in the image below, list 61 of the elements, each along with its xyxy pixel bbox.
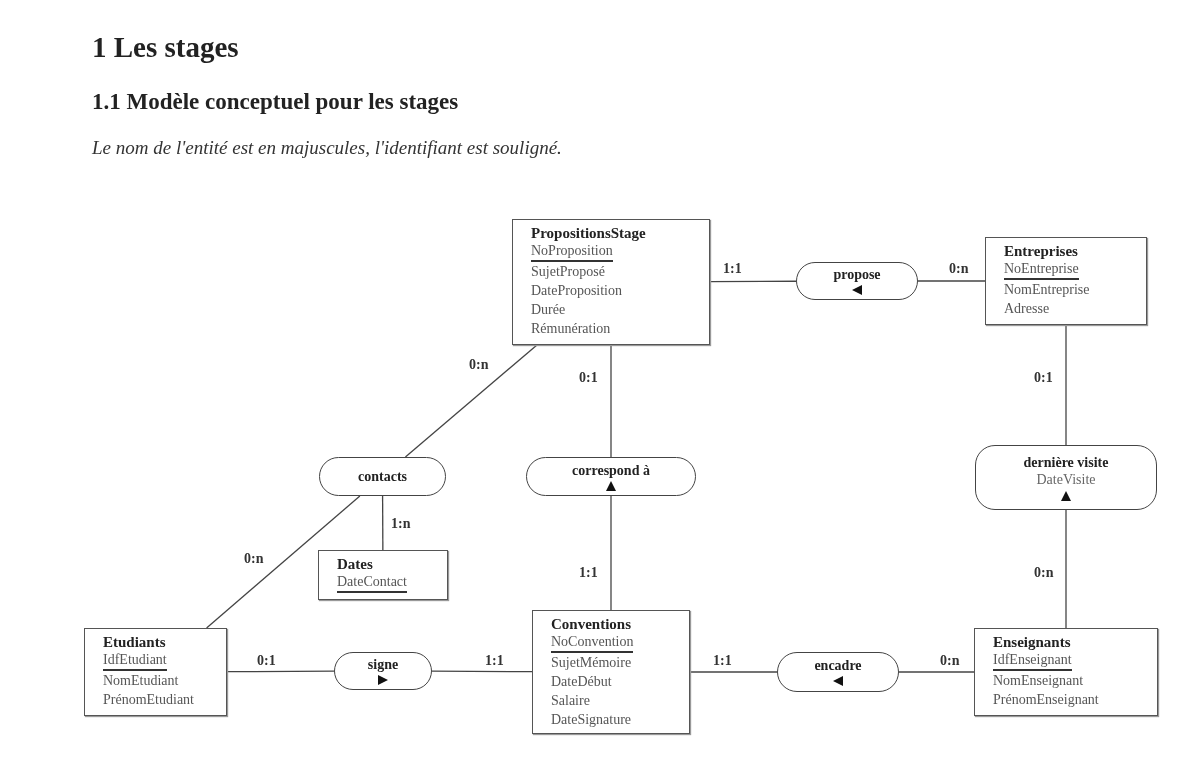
section-title: 1 Les stages [92,30,239,65]
connector-line [431,670,533,673]
attribute-text: DateVisite [1036,470,1096,489]
connector-line [226,670,335,673]
attribute-text: PrénomEtudiant [103,691,194,709]
connector-line [404,344,538,458]
subsection-title: 1.1 Modèle conceptuel pour les stages [92,88,459,116]
identifier-attribute: NoProposition [531,242,613,262]
relationship-pill [777,652,899,692]
attribute-text: NomEtudiant [103,672,179,690]
entity-name: Conventions [551,616,632,633]
entity-name: PropositionsStage [531,225,646,242]
identifier-attribute: NoConvention [551,633,634,653]
attribute-text: NomEntreprise [1004,281,1090,299]
entity-name: Entreprises [1004,243,1078,260]
note-text: Le nom de l'entité est en majuscules, l'identifiant est souligné. [92,136,562,160]
connector-line [917,280,986,282]
entity-box [985,237,1147,325]
entity-box [84,628,227,716]
identifier-attribute: DateContact [337,573,407,593]
attribute-text: DateSignature [551,711,632,729]
entity-box [512,219,710,345]
relationship-pill [796,262,918,300]
entity-name: Enseignants [993,634,1071,651]
relationship-name: contacts [358,468,407,485]
entity-box [974,628,1158,716]
attribute-text: SujetProposé [531,263,605,281]
entity-name: Etudiants [103,634,166,651]
attribute-text: PrénomEnseignant [993,691,1099,709]
attribute-text: Salaire [551,692,590,710]
connector-line [381,495,384,551]
attribute-text: DateProposition [531,282,622,300]
entity-box [532,610,690,734]
attribute-text: NomEnseignant [993,672,1084,690]
identifier-attribute: IdfEtudiant [103,651,167,671]
entity-box [318,550,448,600]
attribute-text: Adresse [1004,300,1050,318]
connector-line [689,671,778,673]
relationship-pill [334,652,432,690]
connector-line [709,280,797,283]
attribute-text: SujetMémoire [551,654,632,672]
relationship-pill [975,445,1157,510]
identifier-attribute: NoEntreprise [1004,260,1079,280]
relationship-pill [526,457,696,496]
connector-line [610,495,612,611]
connector-line [1065,509,1067,629]
relationship-name: correspond à [572,462,650,479]
relationship-name: encadre [814,658,862,674]
identifier-attribute: IdfEnseignant [993,651,1072,671]
connector-line [610,344,612,458]
relationship-name: dernière visite [1023,454,1109,471]
attribute-text: Rémunération [531,320,611,338]
connector-line [898,671,975,673]
relationship-name: signe [367,657,399,673]
entity-name: Dates [337,556,373,573]
relationship-name: propose [833,267,881,283]
connector-line [1065,324,1067,446]
connector-line [205,495,361,629]
attribute-text: Durée [531,301,566,319]
relationship-pill [319,457,446,496]
attribute-text: DateDébut [551,673,612,691]
